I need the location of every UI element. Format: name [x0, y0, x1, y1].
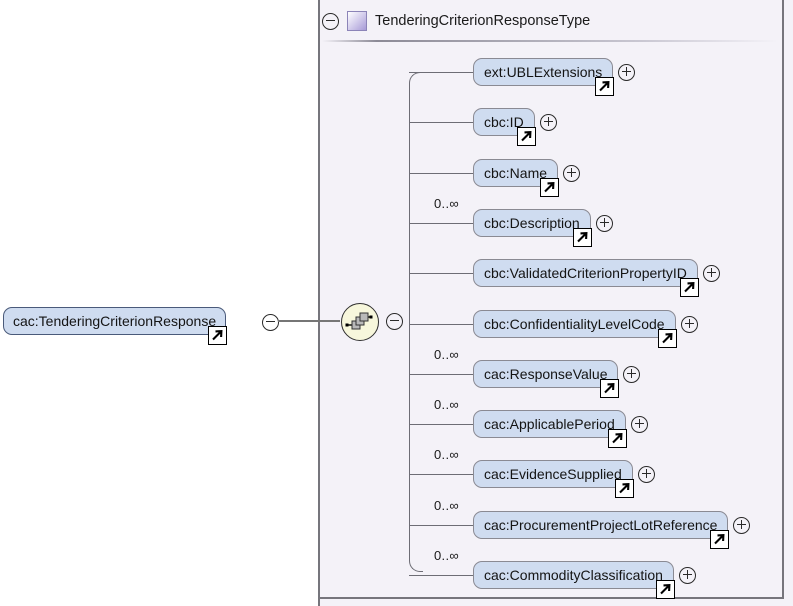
child-element-label: cac:ProcurementProjectLotReference: [484, 517, 718, 533]
row-connector-line: [409, 121, 473, 123]
child-element-label: cbc:Name: [484, 165, 548, 181]
external-link-arrow-icon[interactable]: [600, 379, 620, 398]
child-element-row: cbc:ConfidentialityLevelCode: [409, 310, 698, 348]
child-element-row: cac:ResponseValue: [409, 360, 641, 398]
row-connector-line: [409, 222, 473, 224]
child-element-row: cac:CommodityClassification: [409, 561, 696, 599]
external-link-arrow-icon[interactable]: [710, 530, 730, 549]
child-element-node[interactable]: cbc:ConfidentialityLevelCode: [473, 310, 677, 348]
cardinality-label: 0..∞: [434, 548, 459, 563]
expand-plus-icon[interactable]: [702, 264, 720, 282]
panel-right-border: [782, 0, 784, 598]
external-link-arrow-icon[interactable]: [657, 329, 677, 348]
row-connector-line: [409, 71, 473, 73]
external-link-arrow-icon[interactable]: [679, 278, 699, 297]
child-element-label: cac:ResponseValue: [484, 366, 608, 382]
child-element-row: cac:EvidenceSupplied: [409, 460, 655, 498]
child-element-node[interactable]: ext:UBLExtensions: [473, 58, 615, 96]
child-element-label: cbc:ValidatedCriterionPropertyID: [484, 265, 687, 281]
type-panel-header: TenderingCriterionResponseType: [322, 6, 590, 36]
row-connector-line: [409, 574, 473, 576]
child-tree-bracket: [409, 72, 423, 572]
expand-plus-icon[interactable]: [618, 63, 636, 81]
expand-plus-icon[interactable]: [733, 516, 751, 534]
complex-type-swatch-icon: [347, 11, 367, 31]
expand-plus-icon[interactable]: [623, 365, 641, 383]
external-link-arrow-icon[interactable]: [516, 127, 536, 146]
root-element-label: cac:TenderingCriterionResponse: [13, 313, 217, 329]
external-link-arrow-icon[interactable]: [595, 77, 615, 96]
row-connector-line: [409, 524, 473, 526]
child-element-row: cbc:ID: [409, 108, 557, 146]
panel-bottom-border: [318, 597, 784, 599]
external-link-arrow-icon[interactable]: [655, 580, 675, 599]
child-element-label: cbc:Description: [484, 215, 580, 231]
child-element-node[interactable]: cac:CommodityClassification: [473, 561, 675, 599]
root-collapse-minus-icon[interactable]: [262, 314, 279, 331]
child-element-node[interactable]: cac:EvidenceSupplied: [473, 460, 634, 498]
child-element-label: cac:ApplicablePeriod: [484, 416, 615, 432]
expand-plus-icon[interactable]: [595, 214, 613, 232]
child-element-node[interactable]: cac:ProcurementProjectLotReference: [473, 511, 730, 549]
type-definition-panel: [318, 0, 793, 606]
cardinality-label: 0..∞: [434, 347, 459, 362]
external-link-arrow-icon[interactable]: [572, 228, 592, 247]
child-element-row: ext:UBLExtensions: [409, 58, 636, 96]
child-element-row: cbc:Description: [409, 209, 613, 247]
sequence-compositor-icon[interactable]: [341, 303, 379, 341]
minus-circle-icon[interactable]: [322, 12, 339, 30]
type-name-label: TenderingCriterionResponseType: [375, 13, 591, 29]
expand-plus-icon[interactable]: [637, 465, 655, 483]
row-connector-line: [409, 423, 473, 425]
child-element-label: ext:UBLExtensions: [484, 64, 603, 80]
expand-plus-icon[interactable]: [563, 164, 581, 182]
row-connector-line: [409, 373, 473, 375]
external-link-arrow-icon[interactable]: [607, 429, 627, 448]
child-element-label: cac:EvidenceSupplied: [484, 466, 622, 482]
child-element-node[interactable]: cac:ApplicablePeriod: [473, 410, 627, 448]
child-element-row: cac:ApplicablePeriod: [409, 410, 648, 448]
expand-plus-icon[interactable]: [630, 415, 648, 433]
compositor-collapse-minus-icon[interactable]: [386, 313, 403, 330]
cardinality-label: 0..∞: [434, 196, 459, 211]
child-element-node[interactable]: cbc:ID: [473, 108, 536, 146]
expand-plus-icon[interactable]: [678, 566, 696, 584]
child-element-node[interactable]: cbc:Name: [473, 159, 560, 197]
cardinality-label: 0..∞: [434, 498, 459, 513]
cardinality-label: 0..∞: [434, 447, 459, 462]
row-connector-line: [409, 473, 473, 475]
root-element-node[interactable]: cac:TenderingCriterionResponse: [3, 307, 228, 345]
external-link-arrow-icon[interactable]: [540, 178, 560, 197]
row-connector-line: [409, 172, 473, 174]
expand-plus-icon[interactable]: [680, 315, 698, 333]
child-element-label: cac:CommodityClassification: [484, 567, 663, 583]
expand-plus-icon[interactable]: [539, 113, 557, 131]
child-element-row: cac:ProcurementProjectLotReference: [409, 511, 751, 549]
child-element-row: cbc:Name: [409, 159, 581, 197]
external-link-arrow-icon[interactable]: [614, 479, 634, 498]
child-element-row: cbc:ValidatedCriterionPropertyID: [409, 259, 720, 297]
row-connector-line: [409, 272, 473, 274]
child-element-node[interactable]: cbc:Description: [473, 209, 592, 247]
child-element-node[interactable]: cac:ResponseValue: [473, 360, 620, 398]
external-link-arrow-icon[interactable]: [208, 326, 228, 345]
header-divider: [322, 40, 778, 42]
child-element-label: cbc:ID: [484, 114, 524, 130]
child-element-node[interactable]: cbc:ValidatedCriterionPropertyID: [473, 259, 699, 297]
child-element-label: cbc:ConfidentialityLevelCode: [484, 316, 665, 332]
cardinality-label: 0..∞: [434, 397, 459, 412]
row-connector-line: [409, 323, 473, 325]
root-to-compositor-connector: [278, 320, 340, 322]
